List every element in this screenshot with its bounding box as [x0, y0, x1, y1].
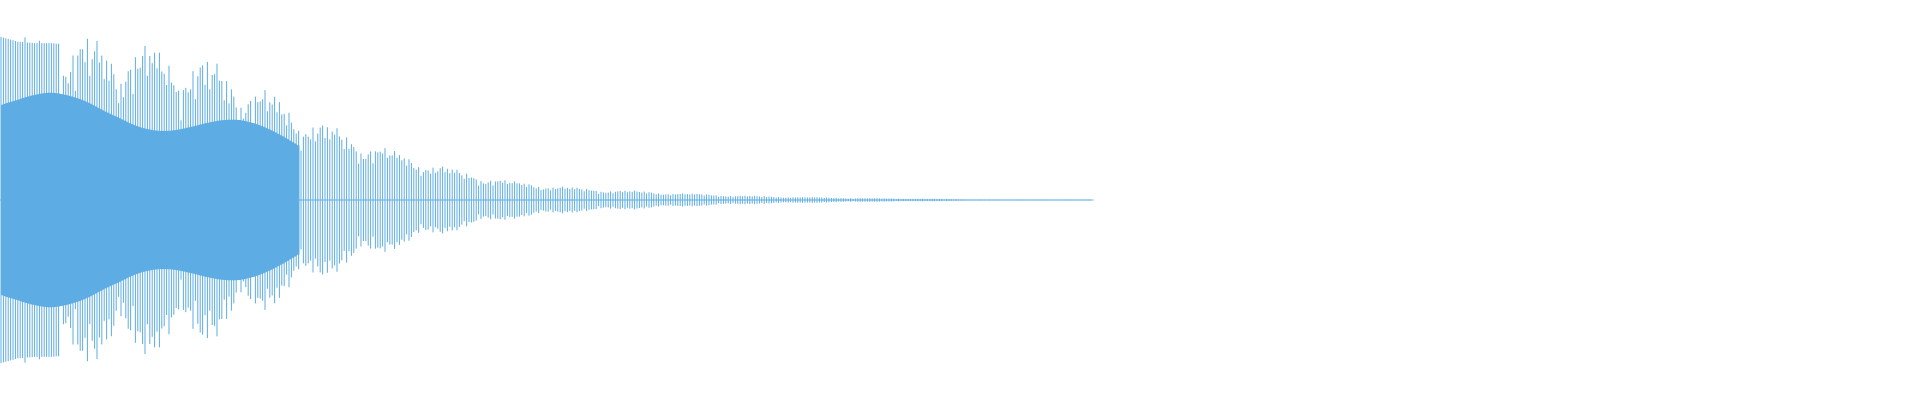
waveform-samples — [0, 36, 1094, 364]
